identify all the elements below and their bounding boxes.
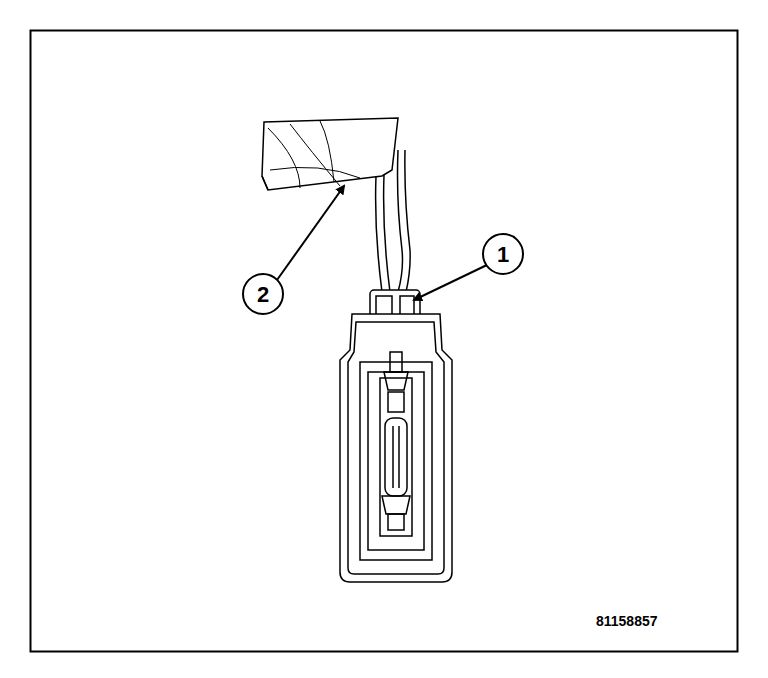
figure-frame [31, 31, 738, 652]
lamp-wires [376, 150, 411, 292]
callout-number: 1 [497, 244, 509, 266]
leader-line [414, 264, 489, 300]
callout-circle [243, 274, 283, 314]
callout-number: 2 [257, 284, 269, 306]
leader-line [277, 186, 344, 280]
callout-circle [483, 234, 523, 274]
figure-number: 81158857 [596, 614, 658, 628]
lamp-housing [340, 314, 452, 582]
trim-panel [262, 118, 398, 190]
